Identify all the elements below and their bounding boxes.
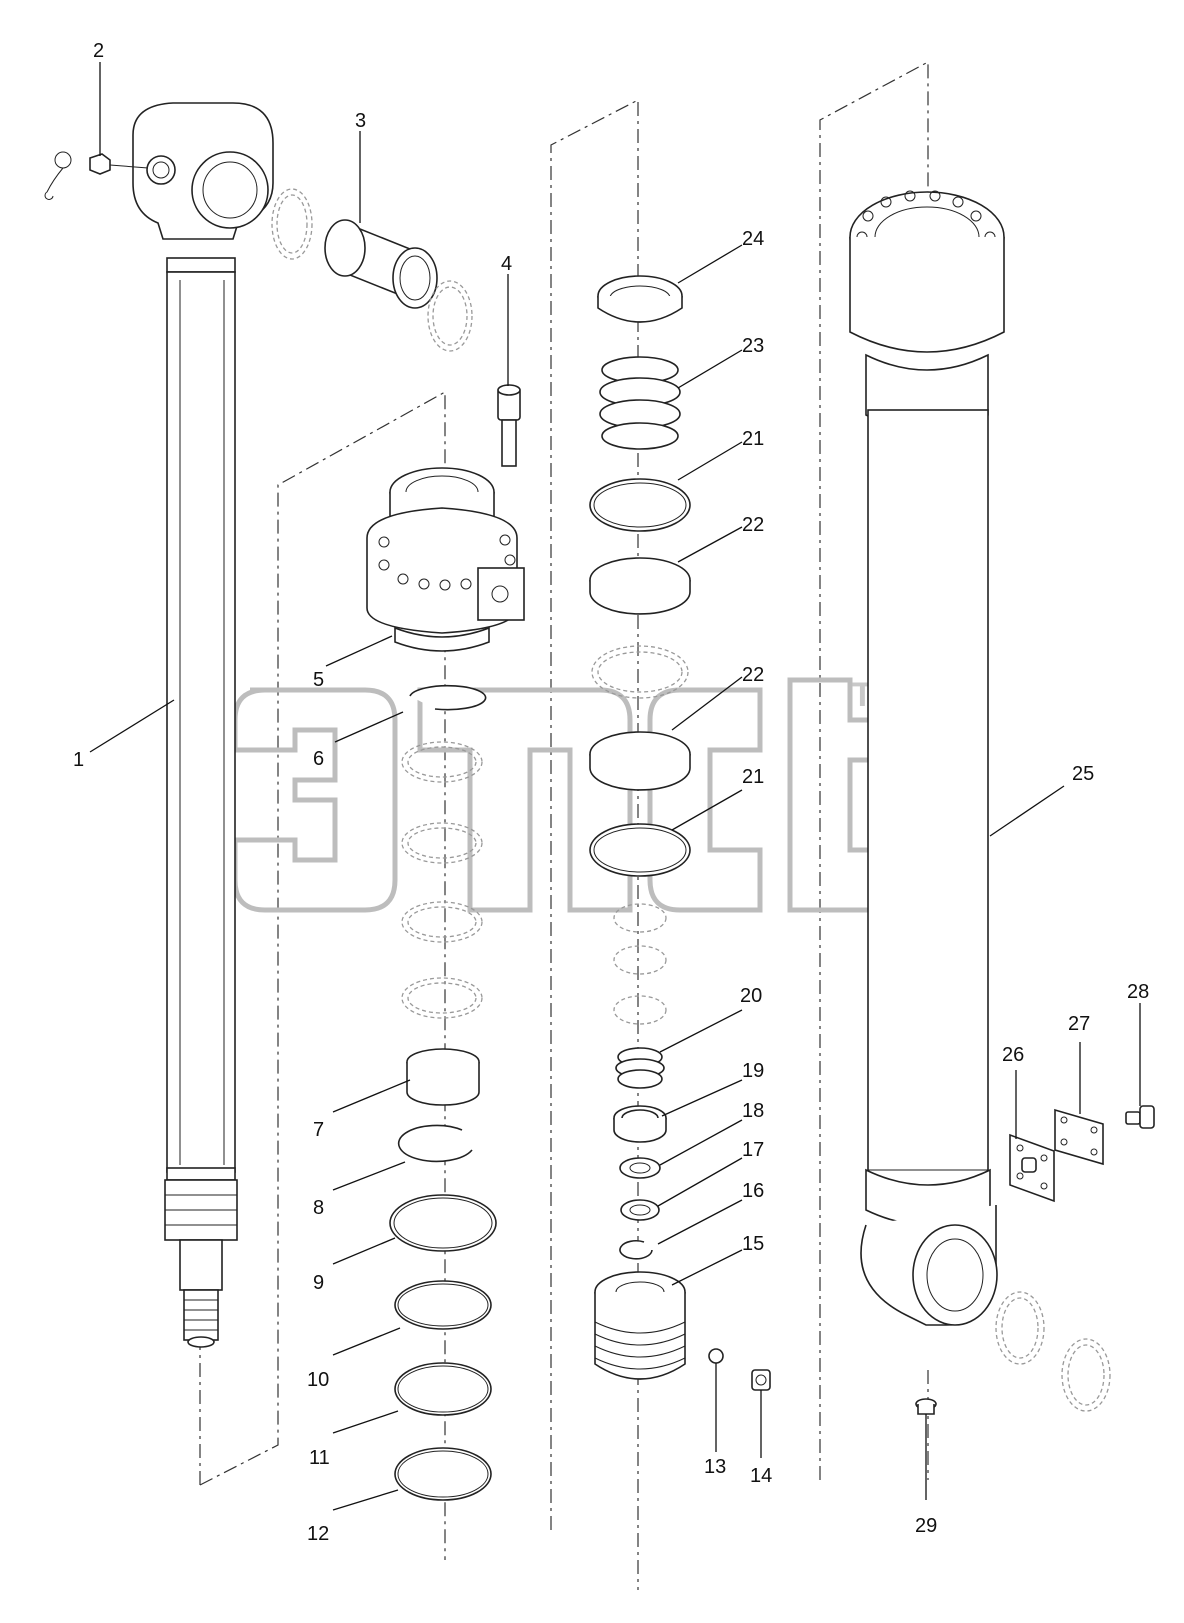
callout-9: 9	[313, 1272, 324, 1294]
washer-part-18	[619, 1157, 661, 1179]
assembly-guide-lines	[199, 60, 929, 1590]
callout-labels: 1 2 3 4 5 6 7 8 9 10 11 12 13 14 15 16 1…	[73, 40, 1149, 1545]
bushing-part-3	[271, 188, 473, 352]
callout-1: 1	[73, 749, 84, 771]
ring-part-22	[589, 557, 691, 615]
rod-cover-part-5	[366, 467, 525, 652]
callout-15: 15	[742, 1233, 764, 1255]
callout-17: 17	[742, 1139, 764, 1161]
ring-part-16	[619, 1240, 653, 1260]
washer-part-17	[620, 1199, 660, 1221]
socket-bolt-part-4	[497, 384, 521, 467]
callout-25: 25	[1072, 763, 1094, 785]
callout-6: 6	[313, 748, 324, 770]
callout-13: 13	[704, 1456, 726, 1478]
piston-rod-part-1	[132, 102, 274, 1348]
callout-18: 18	[742, 1100, 764, 1122]
ball-part-13	[708, 1348, 724, 1364]
callout-29: 29	[915, 1515, 937, 1537]
callout-12: 12	[307, 1523, 329, 1545]
callout-21b: 21	[742, 766, 764, 788]
ring-part-10	[394, 1280, 492, 1330]
ring-part-21	[589, 478, 691, 532]
callout-27: 27	[1068, 1013, 1090, 1035]
bracket-parts-26-28	[1009, 1105, 1155, 1203]
seal-part-24	[597, 275, 683, 323]
ring-part-12	[394, 1447, 492, 1501]
callout-16: 16	[742, 1180, 764, 1202]
callout-19: 19	[742, 1060, 764, 1082]
piston-seal-set-middle	[589, 275, 771, 1391]
ring-part-9	[389, 1194, 497, 1252]
bolt-part-28	[1125, 1105, 1155, 1129]
callout-20: 20	[740, 985, 762, 1007]
callout-10: 10	[307, 1369, 329, 1391]
callout-11: 11	[309, 1447, 330, 1469]
bushing-part-7	[406, 1048, 480, 1106]
callout-26: 26	[1002, 1044, 1024, 1066]
callout-23: 23	[742, 335, 764, 357]
seal-set-left	[389, 684, 497, 1501]
leader-lines	[89, 62, 1141, 1511]
callout-4: 4	[501, 253, 512, 275]
plug-part-14	[751, 1369, 771, 1391]
callout-22b: 22	[742, 664, 764, 686]
plug-part-29	[915, 1398, 937, 1415]
piston-part-15	[594, 1271, 686, 1380]
callout-5: 5	[313, 669, 324, 691]
ring-part-22b	[589, 731, 691, 791]
ring-part-21b	[589, 823, 691, 877]
spring-part-20	[615, 1047, 665, 1089]
callout-28: 28	[1127, 981, 1149, 1003]
callout-22: 22	[742, 514, 764, 536]
ring-part-11	[394, 1362, 492, 1416]
snap-ring-part-8	[397, 1124, 473, 1163]
callout-14: 14	[750, 1465, 772, 1487]
spring-part-23	[599, 356, 681, 450]
callout-3: 3	[355, 110, 366, 132]
watermark-logo: TM	[232, 676, 923, 913]
nut-part-19	[613, 1105, 667, 1143]
callout-21: 21	[742, 428, 764, 450]
snap-ring-part-6	[409, 684, 487, 711]
grease-fitting-part-2	[44, 151, 149, 200]
callout-8: 8	[313, 1197, 324, 1219]
callout-7: 7	[313, 1119, 324, 1141]
cylinder-tube-part-25	[849, 190, 1111, 1412]
callout-2: 2	[93, 40, 104, 62]
callout-24: 24	[742, 228, 764, 250]
